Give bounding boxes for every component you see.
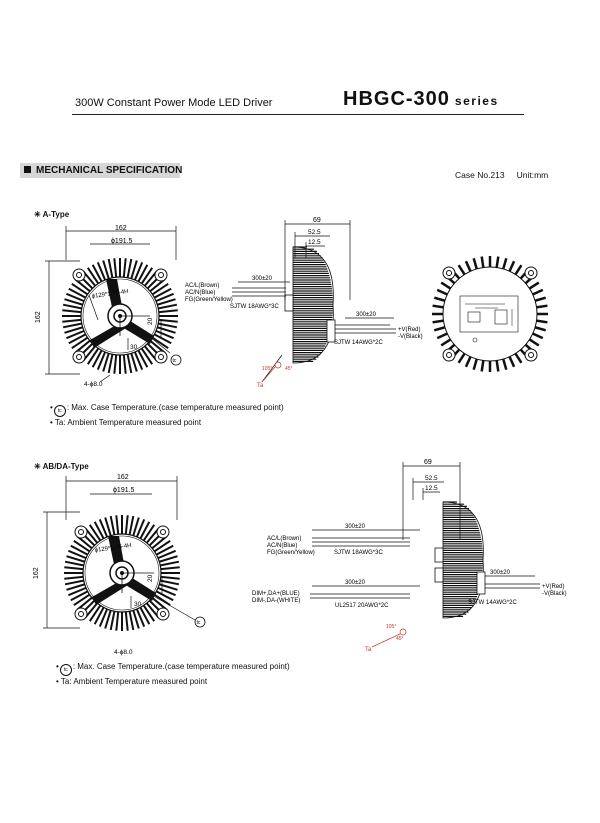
ab-side-len-in: 300±20 xyxy=(345,524,366,530)
a-dim-height: 162 xyxy=(35,311,42,323)
a-type-side-view xyxy=(284,246,336,364)
a-type-front-view xyxy=(62,258,178,374)
ab-type-side-view xyxy=(434,501,486,619)
a-dim-20: 20 xyxy=(147,317,154,325)
section-title-text: MECHANICAL SPECIFICATION xyxy=(36,165,183,176)
ab-dim-diameter: ϕ191.5 xyxy=(113,487,135,494)
a-side-fg: FG(Green/Yellow) xyxy=(185,297,233,303)
ab-type-front-view xyxy=(64,515,180,631)
ab-side-dim-69: 69 xyxy=(424,459,432,466)
a-note-tc: •tc: Max. Case Temperature.(case tempera… xyxy=(50,402,284,417)
model-name: HBGC-300 xyxy=(343,88,450,110)
ab-side-acn: AC/N(Blue) xyxy=(267,543,297,549)
a-side-ta: Ta xyxy=(257,383,264,389)
a-type-back-view xyxy=(432,256,548,372)
a-type-notes: •tc: Max. Case Temperature.(case tempera… xyxy=(50,402,284,428)
ab-side-ta-point xyxy=(371,628,407,648)
ab-type-notes: •tc: Max. Case Temperature.(case tempera… xyxy=(56,661,290,687)
ab-dim-holes: 4-ϕ8.0 xyxy=(114,649,133,656)
ab-side-dimensions xyxy=(310,462,540,599)
a-side-angle-45: 45° xyxy=(285,366,293,372)
a-side-len-out: 300±20 xyxy=(356,312,377,318)
square-bullet-icon xyxy=(24,166,31,173)
a-side-dim-12-5: 12.5 xyxy=(308,239,321,246)
unit-label: Unit:mm xyxy=(516,170,549,180)
a-side-dim-52-5: 52.5 xyxy=(308,229,321,236)
a-side-len-in: 300±20 xyxy=(252,276,273,282)
a-type-front-dimensions xyxy=(45,226,177,383)
a-side-cable-out: SJTW 14AWG*2C xyxy=(334,340,383,346)
a-side-ta-point xyxy=(261,361,282,383)
ab-tc-marker: tc xyxy=(194,616,206,628)
ab-side-ta: Ta xyxy=(365,647,372,653)
a-type-label: ✳ A-Type xyxy=(34,210,70,219)
a-dim-width: 162 xyxy=(115,225,127,232)
svg-text:tc: tc xyxy=(173,358,177,364)
ab-side-angle-45: 45° xyxy=(396,636,404,642)
a-dim-holes: 4-ϕ8.0 xyxy=(84,381,103,388)
ab-side-dim-52-5: 52.5 xyxy=(425,475,438,482)
a-side-acl: AC/L(Brown) xyxy=(185,283,219,289)
ab-side-acl: AC/L(Brown) xyxy=(267,536,301,542)
a-side-dim-69: 69 xyxy=(313,217,321,224)
svg-text:tc: tc xyxy=(197,620,201,626)
a-dim-bolt-circle: ϕ129*1.75-4H xyxy=(91,289,129,300)
ab-note-tc: •tc: Max. Case Temperature.(case tempera… xyxy=(56,661,290,676)
ab-type-front-dimensions xyxy=(43,476,196,629)
a-dim-diameter: ϕ191.5 xyxy=(111,238,133,245)
tc-icon: tc xyxy=(53,405,66,417)
a-side-cable-in: SJTW 18AWG*3C xyxy=(230,304,279,310)
ab-side-cable-dim: UL2517 20AWG*2C xyxy=(335,603,389,609)
series-label: series xyxy=(454,94,499,108)
document-subtitle: 300W Constant Power Mode LED Driver xyxy=(75,97,273,109)
ab-side-cable-out: SJTW 14AWG*2C xyxy=(468,600,517,606)
header-rule xyxy=(72,114,524,115)
case-info: Case No.213 Unit:mm xyxy=(455,170,560,180)
ab-side-cable-in: SJTW 18AWG*3C xyxy=(334,550,383,556)
a-side-dimensions xyxy=(232,220,396,383)
ab-side-dimn: DIM-,DA-(WHITE) xyxy=(252,598,300,604)
ab-side-len-dim: 300±20 xyxy=(345,580,366,586)
ab-dim-width: 162 xyxy=(117,474,129,481)
a-tc-marker: tc xyxy=(170,354,182,366)
a-note-ta: • Ta: Ambient Temperature measured point xyxy=(50,418,202,427)
ab-side-dimp: DIM+,DA+(BLUE) xyxy=(252,591,300,597)
a-side-vneg: -V(Black) xyxy=(398,334,423,340)
ab-dim-height: 162 xyxy=(33,567,40,579)
ab-side-fg: FG(Green/Yellow) xyxy=(267,550,315,556)
ab-dim-20: 20 xyxy=(147,574,154,582)
ab-dim-30: 30 xyxy=(134,601,142,608)
ab-side-vpos: +V(Red) xyxy=(542,584,565,590)
section-title-box xyxy=(20,163,180,178)
ab-side-angle-105: 105° xyxy=(386,624,396,630)
a-side-angle-105: 105° xyxy=(262,366,272,372)
case-number: Case No.213 xyxy=(455,170,505,180)
ab-side-vneg: -V(Black) xyxy=(542,591,567,597)
a-side-acn: AC/N(Blue) xyxy=(185,290,215,296)
ab-side-dim-12-5: 12.5 xyxy=(425,485,438,492)
ab-side-len-out: 300±20 xyxy=(490,570,511,576)
a-dim-30: 30 xyxy=(130,344,138,351)
model-title: HBGC-300 series xyxy=(343,88,499,111)
tc-icon: tc xyxy=(59,664,72,676)
section-title: MECHANICAL SPECIFICATION xyxy=(24,165,182,176)
a-side-vpos: +V(Red) xyxy=(398,327,421,333)
ab-note-ta: • Ta: Ambient Temperature measured point xyxy=(56,677,208,686)
ab-type-label: ✳ AB/DA-Type xyxy=(34,462,89,471)
ab-dim-bolt-circle: ϕ129*1.75-4H xyxy=(94,543,132,554)
